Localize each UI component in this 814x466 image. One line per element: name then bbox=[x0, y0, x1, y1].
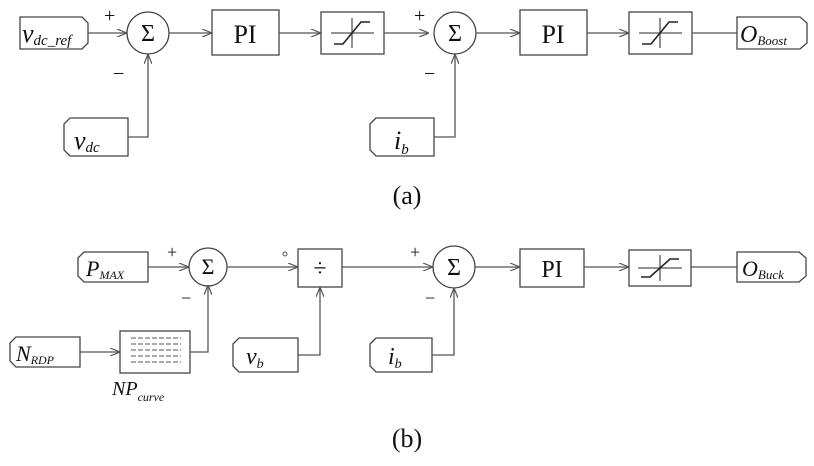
caption-a: (a) bbox=[393, 181, 422, 210]
input-vb: vb bbox=[232, 337, 299, 373]
plus-sign: + bbox=[167, 242, 177, 262]
svg-text:vdc: vdc bbox=[74, 126, 100, 156]
pi-block-b: PI bbox=[519, 248, 585, 288]
svg-text:vb: vb bbox=[246, 344, 264, 372]
svg-text:PI: PI bbox=[541, 257, 562, 283]
svg-text:vdc_ref: vdc_ref bbox=[22, 19, 73, 49]
plus-sign: + bbox=[414, 5, 425, 27]
sum-junction-b1: Σ bbox=[188, 247, 228, 287]
input-vdc: vdc bbox=[63, 117, 129, 157]
svg-text:Σ: Σ bbox=[202, 254, 215, 279]
pi-block-a2: PI bbox=[519, 9, 588, 56]
divide-block: ÷ bbox=[297, 248, 343, 288]
input-ib-a: ib bbox=[369, 117, 435, 158]
svg-text:ib: ib bbox=[394, 126, 409, 158]
svg-text:÷: ÷ bbox=[313, 256, 326, 282]
svg-text:OBuck: OBuck bbox=[742, 256, 784, 282]
panel-a: vdc_ref + − Σ PI + − Σ bbox=[19, 5, 808, 210]
plus-sign: + bbox=[104, 5, 115, 27]
caption-b: (b) bbox=[392, 424, 422, 453]
saturation-block-b bbox=[628, 249, 692, 287]
minus-sign: − bbox=[425, 288, 435, 308]
input-nrdp: NRDP bbox=[9, 336, 81, 368]
svg-text:Σ: Σ bbox=[448, 21, 462, 47]
sum-junction-a1: Σ bbox=[126, 11, 170, 55]
input-vdc-ref: vdc_ref bbox=[19, 16, 89, 50]
svg-text:PI: PI bbox=[541, 20, 564, 49]
lookup-label: NPcurve bbox=[111, 378, 165, 404]
input-ib-b: ib bbox=[369, 337, 433, 373]
panel-b: PMAX + − Σ ÷ + − Σ PI bbox=[9, 242, 807, 453]
output-oboost: OBoost bbox=[736, 16, 808, 50]
sum-junction-a2: Σ bbox=[433, 11, 477, 55]
svg-text:PI: PI bbox=[233, 20, 256, 49]
sum-junction-b2: Σ bbox=[432, 245, 476, 289]
input-pmax: PMAX bbox=[77, 251, 149, 283]
lookup-table-block bbox=[119, 330, 191, 374]
minus-sign: − bbox=[181, 288, 191, 308]
pi-block-a1: PI bbox=[211, 9, 280, 56]
svg-text:Σ: Σ bbox=[141, 21, 155, 47]
minus-sign: − bbox=[424, 63, 435, 85]
saturation-block-a2 bbox=[628, 11, 693, 55]
minus-sign: − bbox=[113, 63, 124, 85]
port-dot bbox=[282, 251, 288, 257]
svg-text:PMAX: PMAX bbox=[85, 256, 125, 282]
svg-text:NRDP: NRDP bbox=[15, 341, 55, 367]
saturation-block-a1 bbox=[320, 11, 385, 55]
plus-sign: + bbox=[410, 242, 420, 262]
svg-text:ib: ib bbox=[388, 344, 402, 372]
output-obuck: OBuck bbox=[736, 251, 807, 283]
svg-text:Σ: Σ bbox=[447, 255, 461, 281]
svg-text:OBoost: OBoost bbox=[740, 22, 787, 48]
